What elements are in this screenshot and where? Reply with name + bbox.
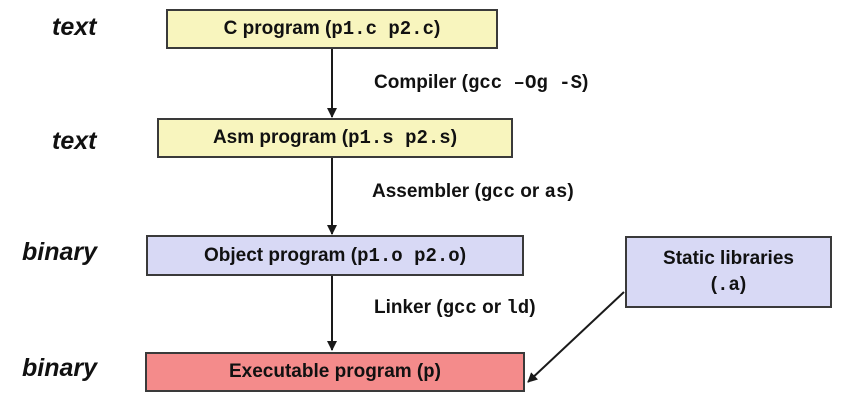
asm-program-files: p1.s p2.s <box>348 127 451 149</box>
compiler-prefix: Compiler ( <box>374 72 468 93</box>
format-label-object: binary <box>22 238 98 266</box>
linker-suffix: ) <box>529 297 536 318</box>
object-program-files: p1.o p2.o <box>357 244 460 267</box>
c-program-files: p1.c p2.c <box>331 18 434 40</box>
asm-program-label: Asm program (p1.s p2.s) <box>213 127 457 149</box>
linker-command-ld: ld <box>506 297 530 319</box>
asm-program-suffix: ) <box>450 127 458 148</box>
assembler-step-label: Assembler (gcc or as) <box>372 181 574 203</box>
executable-program-prefix: Executable program ( <box>228 361 424 382</box>
object-program-box: Object program (p1.o p2.o) <box>146 235 524 276</box>
assembler-command-as: as <box>544 181 568 203</box>
executable-program-file: p <box>423 361 435 383</box>
assembler-suffix: ) <box>567 181 574 202</box>
static-libraries-paren-close: ) <box>739 274 747 295</box>
asm-program-prefix: Asm program ( <box>212 127 349 148</box>
compiler-step-label: Compiler (gcc –Og -S) <box>374 72 588 94</box>
c-program-box: C program (p1.c p2.c) <box>166 9 498 49</box>
c-program-label: C program (p1.c p2.c) <box>224 18 441 40</box>
executable-program-label: Executable program (p) <box>229 361 441 383</box>
executable-program-suffix: ) <box>434 361 441 382</box>
format-label-executable: binary <box>22 354 98 382</box>
linker-prefix: Linker ( <box>374 297 443 318</box>
format-label-asm: text <box>52 127 97 155</box>
format-label-source: text <box>52 13 97 41</box>
linker-step-label: Linker (gcc or ld) <box>374 297 536 319</box>
linker-command-gcc: gcc <box>442 297 477 319</box>
c-program-suffix: ) <box>433 18 441 39</box>
static-libraries-extension: (.a) <box>711 272 746 298</box>
object-program-suffix: ) <box>459 244 467 266</box>
assembler-prefix: Assembler ( <box>372 181 481 202</box>
compiler-command: gcc –Og -S <box>467 72 582 94</box>
static-libraries-title: Static libraries <box>663 248 794 269</box>
assembler-or: or <box>515 181 545 202</box>
static-libraries-box: Static libraries (.a) <box>625 236 832 308</box>
object-program-label: Object program (p1.o p2.o) <box>204 245 466 267</box>
static-libraries-ext: .a <box>717 274 740 296</box>
assembler-command-gcc: gcc <box>480 181 515 203</box>
asm-program-box: Asm program (p1.s p2.s) <box>157 118 513 158</box>
executable-program-box: Executable program (p) <box>145 352 525 392</box>
c-program-prefix: C program ( <box>223 18 332 39</box>
compiler-suffix: ) <box>581 72 589 93</box>
object-program-prefix: Object program ( <box>203 244 358 266</box>
linker-or: or <box>476 297 507 318</box>
arrow-libraries-to-executable <box>527 291 625 383</box>
static-libraries-paren-open: ( <box>710 274 718 295</box>
